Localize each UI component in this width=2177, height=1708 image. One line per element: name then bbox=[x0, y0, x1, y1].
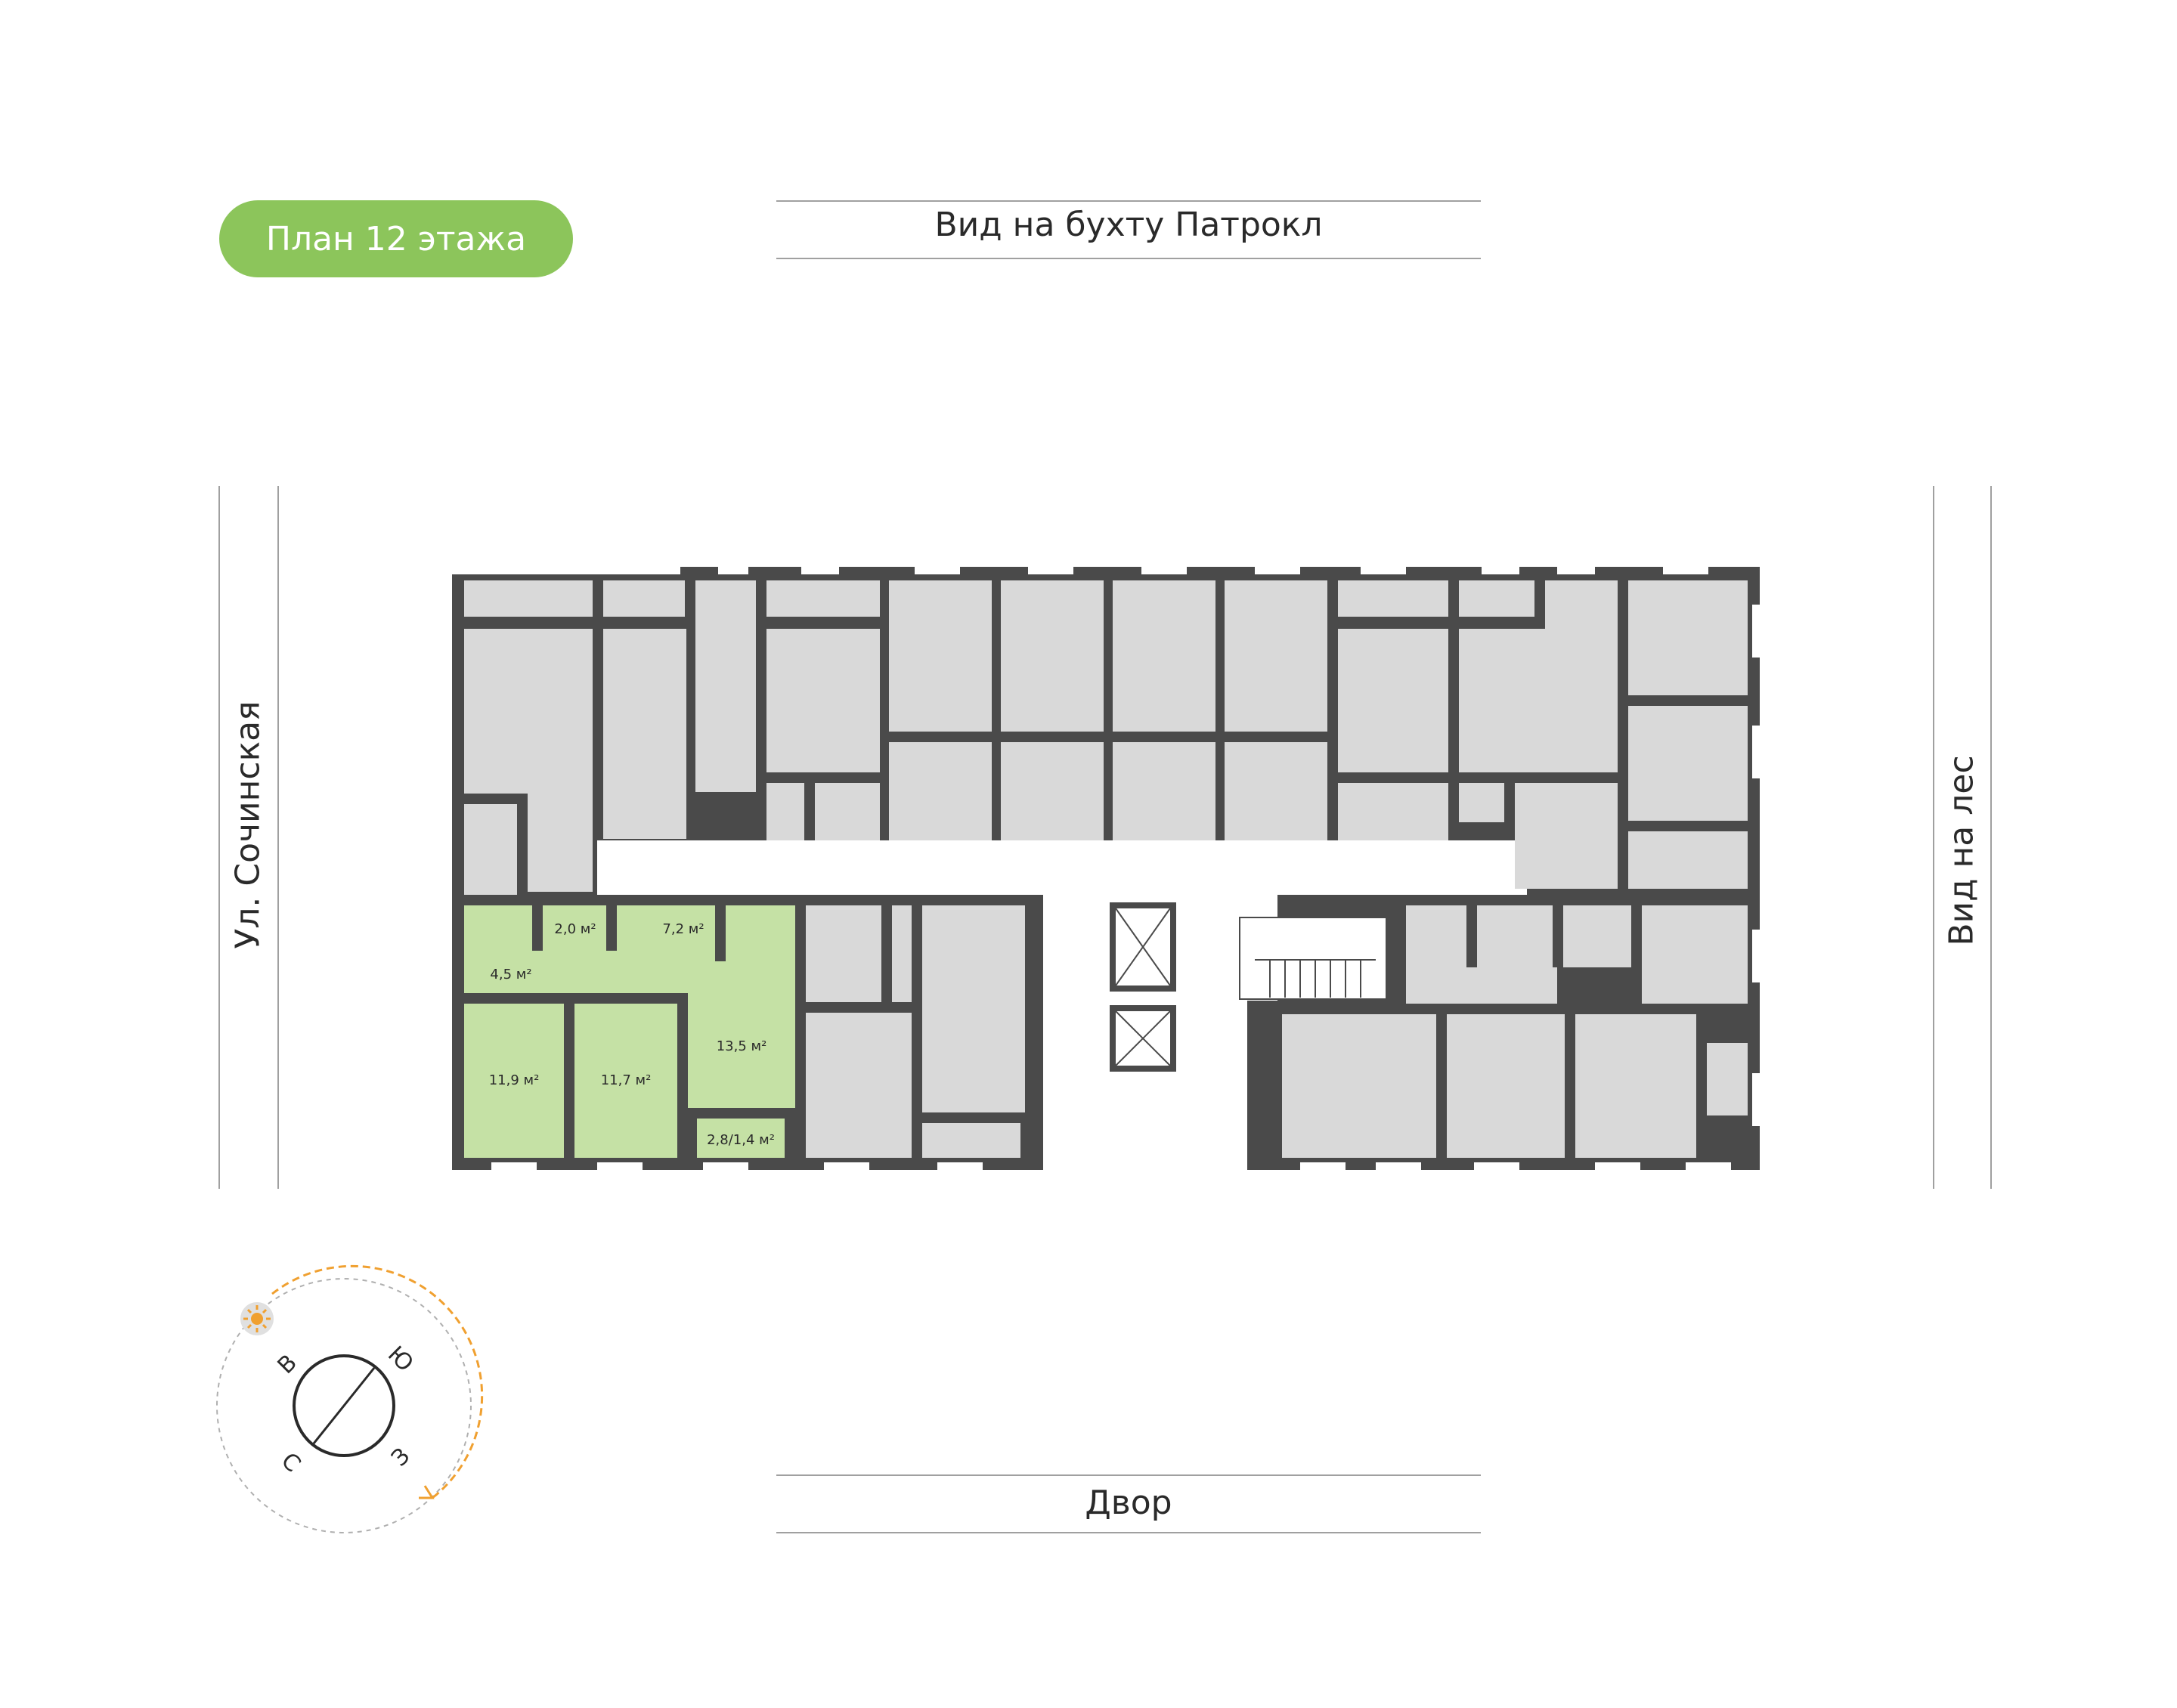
left-view-line-inner bbox=[277, 486, 279, 1189]
right-view-line-inner bbox=[1933, 486, 1934, 1189]
room-corridor bbox=[617, 905, 715, 951]
area-label-bedroom-1: 11,9 м² bbox=[489, 1072, 540, 1088]
room bbox=[766, 580, 880, 617]
highlighted-apartment[interactable]: 2,0 м² 7,2 м² 4,5 м² 11,9 м² 11,7 м² 13,… bbox=[464, 905, 795, 1158]
compass-letter-west: З bbox=[386, 1443, 415, 1471]
left-view-line-outer bbox=[218, 486, 220, 1189]
sun-path-arrow bbox=[419, 1485, 435, 1499]
compass-needle bbox=[312, 1367, 376, 1444]
room bbox=[464, 804, 517, 895]
staircase bbox=[1239, 917, 1387, 1000]
room-bathroom bbox=[543, 905, 606, 951]
room bbox=[1477, 905, 1553, 967]
bottom-view-line-lower bbox=[776, 1532, 1481, 1533]
room bbox=[1628, 706, 1748, 821]
compass: В Ю З С bbox=[216, 1264, 484, 1533]
room bbox=[889, 742, 992, 840]
area-label-bathroom: 2,0 м² bbox=[554, 921, 596, 937]
room bbox=[1282, 1044, 1436, 1158]
room bbox=[1001, 742, 1104, 840]
room bbox=[1001, 580, 1104, 732]
room bbox=[1707, 1043, 1748, 1115]
room bbox=[464, 580, 593, 617]
area-label-kitchen-living: 13,5 м² bbox=[717, 1038, 767, 1054]
room bbox=[695, 580, 756, 739]
room bbox=[766, 783, 804, 840]
windows-right bbox=[1752, 605, 1760, 1126]
sun-icon bbox=[240, 1302, 274, 1335]
room-kitchen-living bbox=[688, 961, 795, 1108]
bottom-view-line-upper bbox=[776, 1474, 1481, 1476]
bottom-view-label: Двор bbox=[1085, 1484, 1172, 1522]
room bbox=[922, 1123, 1020, 1158]
room bbox=[1459, 783, 1504, 822]
area-label-balcony: 2,8/1,4 м² bbox=[707, 1132, 775, 1148]
main-corridor bbox=[597, 840, 1527, 895]
room bbox=[1447, 1014, 1565, 1158]
room-hall bbox=[464, 905, 532, 993]
room bbox=[766, 629, 880, 772]
compass-letter-south: Ю bbox=[382, 1341, 419, 1378]
room bbox=[603, 580, 685, 617]
floor-plan-title: План 12 этажа bbox=[265, 219, 527, 258]
room bbox=[1642, 905, 1748, 1004]
room bbox=[1575, 1014, 1696, 1158]
compass-orbit bbox=[216, 1278, 472, 1533]
right-view-line-outer bbox=[1990, 486, 1992, 1189]
windows-top bbox=[484, 567, 1708, 574]
room-kitchen-upper bbox=[726, 905, 795, 961]
area-label-corridor: 7,2 м² bbox=[662, 921, 704, 937]
room bbox=[1545, 580, 1618, 629]
compass-dial bbox=[293, 1354, 395, 1457]
room-corridor-lower bbox=[532, 951, 715, 993]
room bbox=[603, 629, 686, 787]
room-bedroom-2 bbox=[574, 1004, 677, 1158]
room bbox=[889, 580, 992, 732]
floor-plan-title-badge: План 12 этажа bbox=[219, 200, 573, 277]
compass-letter-east: В bbox=[273, 1350, 302, 1379]
room bbox=[1225, 742, 1327, 840]
room bbox=[892, 905, 912, 1002]
room bbox=[806, 1013, 912, 1158]
room bbox=[603, 787, 686, 839]
room bbox=[1338, 629, 1448, 772]
room bbox=[922, 952, 1025, 1112]
room bbox=[1628, 580, 1748, 695]
room bbox=[528, 794, 593, 892]
room-bedroom-1 bbox=[464, 1004, 564, 1158]
compass-letter-north: С bbox=[276, 1448, 306, 1478]
room bbox=[815, 783, 880, 840]
room bbox=[1515, 783, 1618, 889]
room bbox=[1459, 629, 1618, 772]
room bbox=[1406, 967, 1557, 1004]
room bbox=[1113, 580, 1215, 732]
area-label-bedroom-2: 11,7 м² bbox=[601, 1072, 652, 1088]
windows-bottom bbox=[491, 1162, 1731, 1170]
room bbox=[1628, 831, 1748, 889]
room bbox=[1459, 580, 1534, 617]
room bbox=[695, 739, 756, 792]
room bbox=[1225, 580, 1327, 732]
room bbox=[464, 629, 593, 794]
top-view-line-lower bbox=[776, 258, 1481, 259]
top-view-label: Вид на бухту Патрокл bbox=[934, 206, 1323, 244]
room-balcony bbox=[697, 1119, 785, 1158]
sun-path-arc bbox=[271, 1264, 484, 1499]
room bbox=[806, 905, 881, 1002]
area-label-hall: 4,5 м² bbox=[490, 967, 531, 982]
room bbox=[1338, 580, 1448, 617]
room bbox=[1563, 905, 1631, 967]
top-view-line-upper bbox=[776, 200, 1481, 202]
room bbox=[1282, 1014, 1436, 1044]
room bbox=[1113, 742, 1215, 840]
room bbox=[1338, 783, 1448, 840]
